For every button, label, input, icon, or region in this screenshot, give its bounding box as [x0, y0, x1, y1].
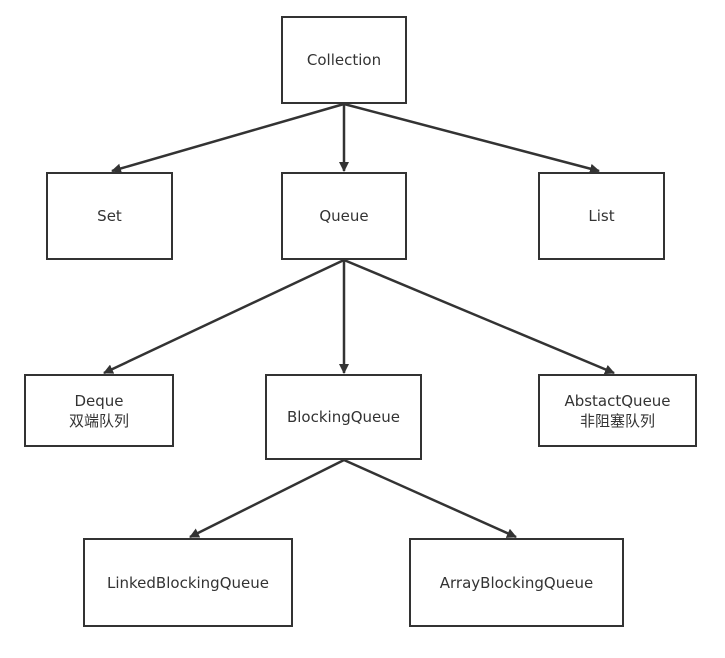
node-label: Queue: [319, 207, 369, 225]
node-sublabel: 双端队列: [68, 411, 129, 430]
node-label: AbstactQueue: [564, 391, 671, 410]
edge-queue-deque: [103, 258, 345, 375]
node-linkedblockingqueue: LinkedBlockingQueue: [83, 538, 293, 627]
node-blockingqueue: BlockingQueue: [265, 374, 422, 460]
node-queue: Queue: [281, 172, 407, 260]
node-label: List: [588, 207, 615, 225]
node-label: BlockingQueue: [286, 408, 401, 426]
edge-blockingqueue-linkedblockingqueue: [189, 458, 345, 539]
edge-collection-set: [111, 102, 345, 174]
edge-queue-abstactqueue: [343, 258, 615, 375]
node-deque: Deque 双端队列: [24, 374, 174, 447]
edge-blockingqueue-arrayblockingqueue: [343, 458, 517, 539]
node-label: ArrayBlockingQueue: [439, 573, 594, 592]
node-sublabel: 非阻塞队列: [579, 411, 655, 430]
node-label: LinkedBlockingQueue: [107, 573, 269, 592]
node-set: Set: [46, 172, 173, 260]
node-label: Set: [97, 207, 122, 225]
node-label: Collection: [306, 51, 382, 69]
node-list: List: [538, 172, 665, 260]
edge-collection-list: [343, 102, 600, 174]
node-abstactqueue: AbstactQueue 非阻塞队列: [538, 374, 697, 447]
node-arrayblockingqueue: ArrayBlockingQueue: [409, 538, 624, 627]
node-label: Deque: [74, 391, 124, 410]
node-collection: Collection: [281, 16, 407, 104]
